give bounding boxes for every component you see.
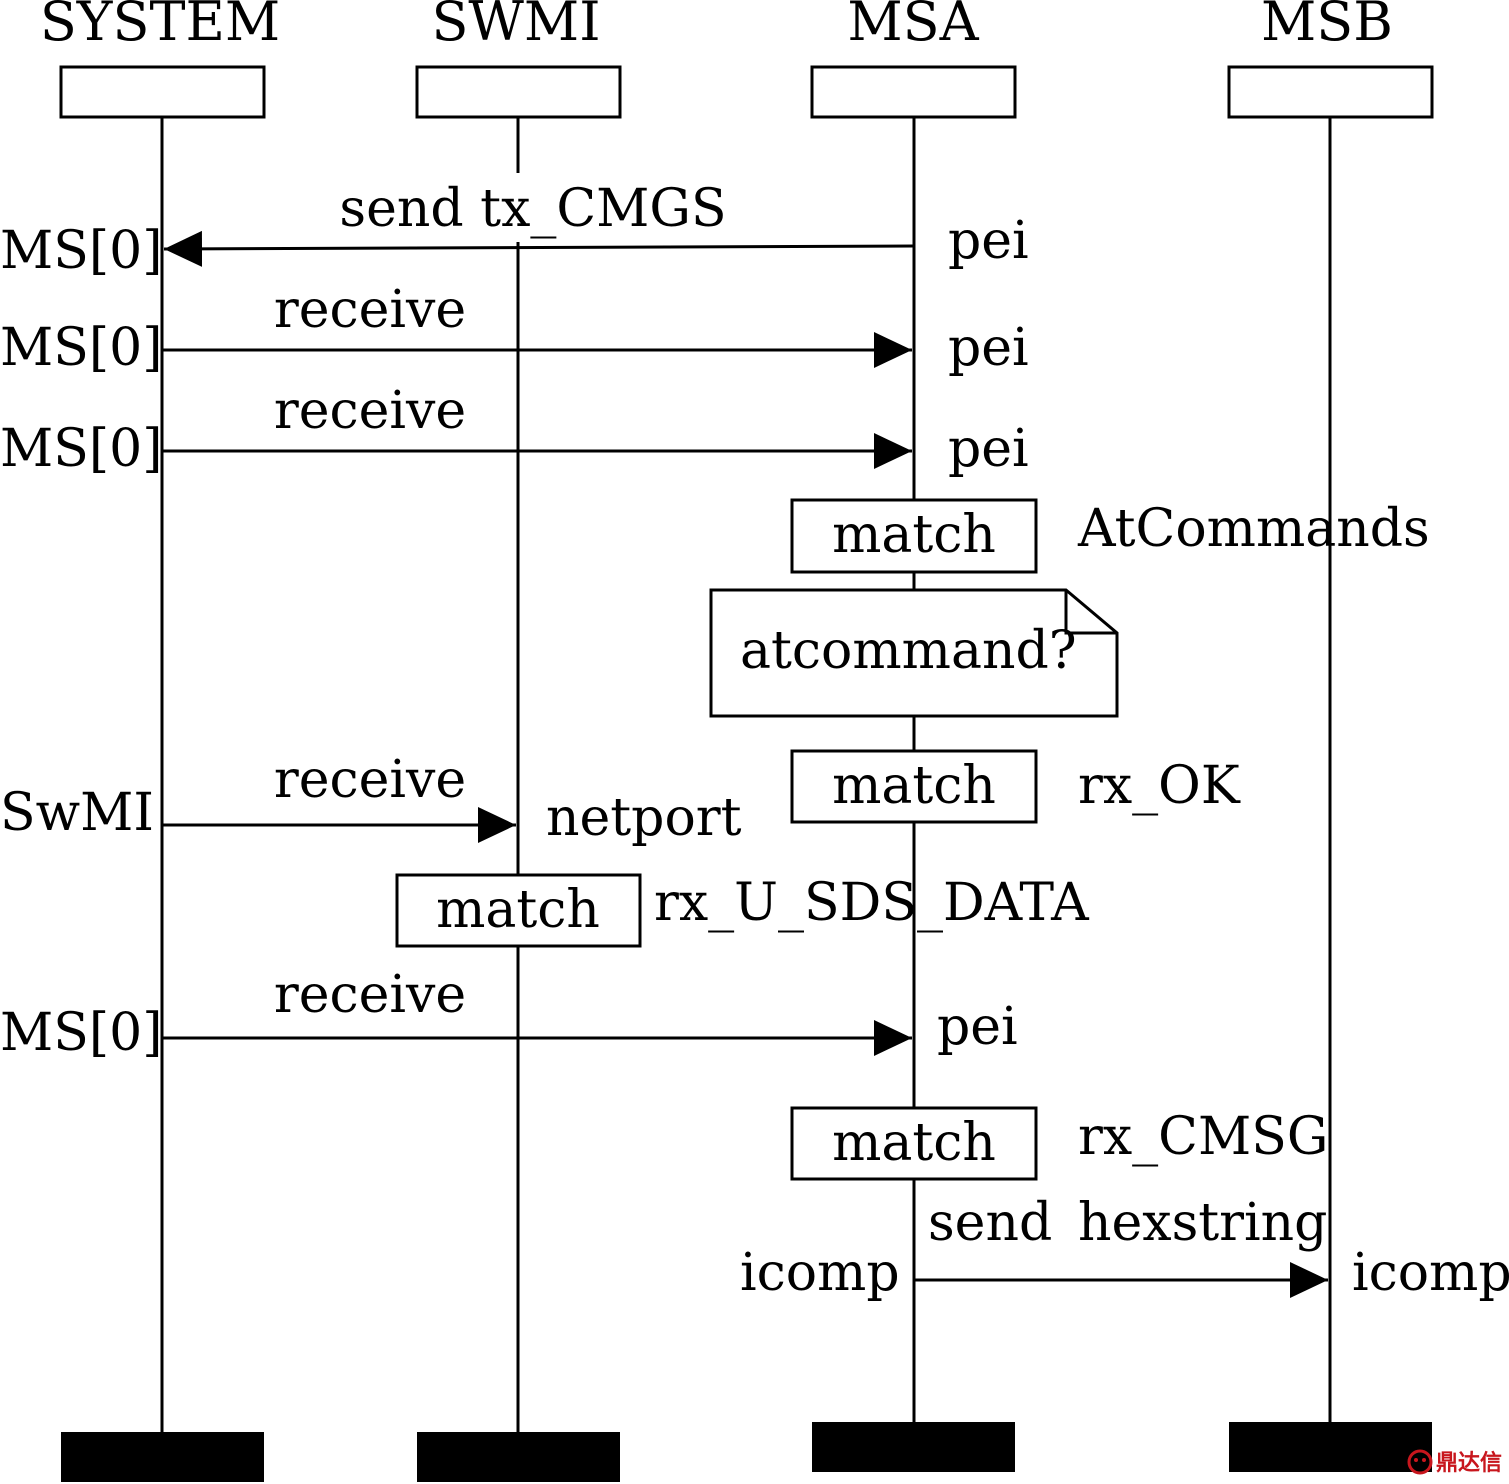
message-label-receive: receive [274, 750, 466, 810]
port-label-ms0: MS[0] [0, 1003, 163, 1063]
action-box-match [395, 873, 642, 948]
action-label-match: match [436, 880, 600, 940]
comment-text: atcommand? [740, 621, 1077, 681]
lifeline-end-system [61, 1432, 264, 1482]
comment-note [709, 588, 1119, 718]
port-label-swmi: SwMI [0, 783, 154, 843]
port-label-ms0: MS[0] [0, 221, 163, 281]
port-label-ms0: MS[0] [0, 318, 163, 378]
message-arrow-send-tx-cmgs [163, 230, 915, 267]
action-note-rx-u-sds-data: rx_U_SDS_DATA [654, 873, 1090, 933]
lifeline-head-msb [1227, 65, 1434, 119]
message-label-receive: receive [274, 280, 466, 340]
message-label-send: send [928, 1193, 1052, 1253]
action-note-rx-ok: rx_OK [1078, 756, 1241, 816]
port-label-pei: pei [948, 211, 1029, 271]
lifeline-end-msb [1229, 1422, 1432, 1472]
message-label-send-tx-cmgs: send tx_CMGS [339, 179, 726, 239]
lifeline-title-msa: MSA [847, 0, 979, 53]
action-label-match: match [832, 505, 996, 565]
action-box-match [790, 1106, 1038, 1181]
port-label-pei: pei [937, 997, 1018, 1057]
action-label-match: match [832, 1113, 996, 1173]
action-note-atcommands: AtCommands [1077, 499, 1430, 559]
action-note-rx-cmsg: rx_CMSG [1078, 1107, 1328, 1167]
lifeline-head-system [59, 65, 266, 119]
port-label-icomp: icomp [740, 1243, 900, 1303]
port-label-pei: pei [948, 318, 1029, 378]
port-label-pei: pei [948, 419, 1029, 479]
message-label-receive: receive [274, 381, 466, 441]
lifeline-title-swmi: SWMI [431, 0, 600, 53]
port-label-icomp: icomp [1352, 1243, 1509, 1303]
action-box-match [790, 498, 1038, 574]
lifeline-end-msa [812, 1422, 1015, 1472]
watermark-icon [1407, 1449, 1433, 1475]
lifeline-end-swmi [417, 1432, 620, 1482]
watermark-logo: 鼎达信 [1407, 1449, 1502, 1476]
lifeline-head-msa [810, 65, 1017, 119]
lifeline-head-swmi [415, 65, 622, 119]
action-box-match [790, 749, 1038, 824]
lifeline-title-system: SYSTEM [40, 0, 280, 53]
port-label-ms0: MS[0] [0, 419, 163, 479]
comment-note-fold [1064, 590, 1117, 635]
port-label-netport: netport [546, 788, 742, 848]
action-label-match: match [832, 756, 996, 816]
lifeline-title-msb: MSB [1261, 0, 1393, 53]
watermark-text: 鼎达信 [1436, 1450, 1502, 1476]
message-label-receive: receive [274, 965, 466, 1025]
message-label-hexstring: hexstring [1078, 1193, 1327, 1253]
